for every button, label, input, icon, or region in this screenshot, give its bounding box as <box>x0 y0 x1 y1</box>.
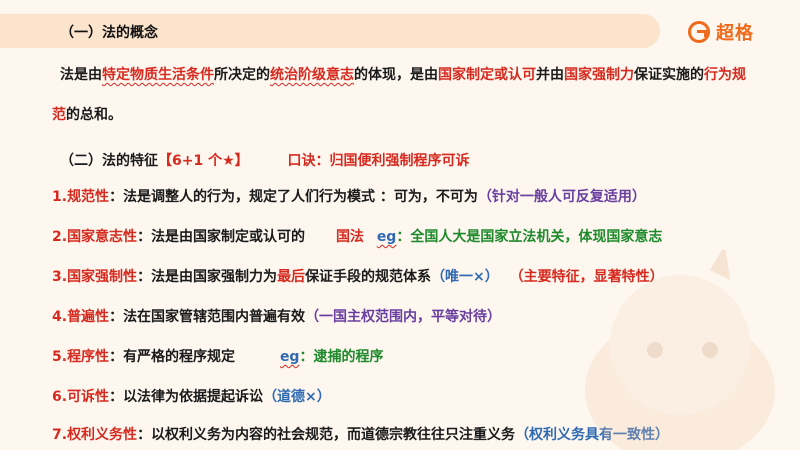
text: 并由 <box>536 67 564 83</box>
mascot-eye <box>702 342 718 358</box>
feature-name: 程序性 <box>67 349 110 365</box>
highlight: 行为规 <box>704 67 746 83</box>
mascot-head <box>610 275 750 415</box>
feature-item-1: 1.规范性：法是调整人的行为，规定了人们行为模式 ：可为，不可为（针对一般人可反… <box>52 186 646 206</box>
feature-note: （针对一般人可反复适用） <box>477 189 646 205</box>
features-heading: （二）法的特征【6+1 个★】 口诀：归国便利强制程序可诉 <box>60 150 470 170</box>
text: ： <box>109 349 124 365</box>
feature-desc: 法是调整人的行为，规定了人们行为模式 ：可为，不可为 <box>123 189 478 205</box>
feature-item-4: 4.普遍性：法在国家管辖范围内普遍有效（一国主权范围内，平等对待） <box>52 306 501 326</box>
logo-text: 超格 <box>716 23 754 44</box>
text: ： <box>109 389 124 405</box>
text: 所决定的 <box>214 67 270 83</box>
text: 法是由 <box>60 67 102 83</box>
feature-highlight: 最后 <box>277 269 306 285</box>
feature-note: （道德×） <box>263 389 331 405</box>
text: 的总和。 <box>66 107 122 123</box>
highlight: 统治阶级意志 <box>270 67 354 83</box>
brand-logo: 超格 <box>688 18 754 46</box>
text: ： <box>137 229 152 245</box>
feature-number: 3. <box>52 269 68 285</box>
feature-number: 6. <box>52 389 68 405</box>
definition-line-2: 范的总和。 <box>52 104 122 124</box>
highlight: 国家制定或认可 <box>438 67 536 83</box>
feature-note: （权利义务具有一致性） <box>515 427 670 443</box>
text: ： <box>109 189 124 205</box>
feature-desc: 法是由国家强制力为 <box>151 269 278 285</box>
feature-note: ：逮捕的程序 <box>299 349 384 365</box>
mascot-horn <box>710 250 730 280</box>
mascot-body <box>585 315 775 450</box>
mascot-eye <box>647 342 663 358</box>
features-title: （二）法的特征 <box>60 153 158 169</box>
feature-desc: 法是由国家制定或认可的 <box>151 229 306 245</box>
text: ： <box>109 309 124 325</box>
feature-number: 5. <box>52 349 68 365</box>
eg-label: eg <box>279 349 300 365</box>
feature-desc: 以法律为依据提起诉讼 <box>123 389 264 405</box>
feature-note: ：全国人大是国家立法机关，体现国家意志 <box>396 229 663 245</box>
feature-item-5: 5.程序性：有严格的程序规定 eg：逮捕的程序 <box>52 346 383 366</box>
feature-highlight: 国法 <box>335 229 364 245</box>
feature-number: 2. <box>52 229 68 245</box>
feature-name: 规范性 <box>67 189 110 205</box>
section-title: （一）法的概念 <box>60 25 158 41</box>
section-header-bar <box>0 14 660 48</box>
feature-note: （主要特征，显著特性） <box>509 269 664 285</box>
eg-label: eg <box>376 229 397 245</box>
features-badge: 【6+1 个★】 <box>158 153 249 169</box>
definition-line-1: 法是由特定物质生活条件所决定的统治阶级意志的体现，是由国家制定或认可并由国家强制… <box>60 64 746 84</box>
feature-note: （一国主权范围内，平等对待） <box>305 309 502 325</box>
feature-number: 1. <box>52 189 68 205</box>
feature-item-7: 7.权利义务性：以权利义务为内容的社会规范，而道德宗教往往只注重义务（权利义务具… <box>52 424 669 444</box>
mascot-illustration <box>585 250 775 450</box>
text: 保证实施的 <box>634 67 704 83</box>
text: 的体现，是由 <box>354 67 438 83</box>
feature-item-3: 3.国家强制性：法是由国家强制力为最后保证手段的规范体系（唯一×） （主要特征，… <box>52 266 664 286</box>
feature-note: （唯一×） <box>431 269 499 285</box>
feature-name: 国家强制性 <box>67 269 138 285</box>
text: ： <box>137 269 152 285</box>
feature-item-6: 6.可诉性：以法律为依据提起诉讼（道德×） <box>52 386 331 406</box>
feature-desc: 保证手段的规范体系 <box>305 269 432 285</box>
feature-name: 国家意志性 <box>67 229 138 245</box>
feature-name: 可诉性 <box>67 389 110 405</box>
feature-number: 7. <box>52 427 68 443</box>
highlight: 国家强制力 <box>564 67 634 83</box>
text: ： <box>137 427 152 443</box>
feature-name: 普遍性 <box>67 309 110 325</box>
feature-number: 4. <box>52 309 68 325</box>
highlight: 特定物质生活条件 <box>102 67 214 83</box>
mnemonic: 口诀：归国便利强制程序可诉 <box>287 153 470 169</box>
feature-desc: 法在国家管辖范围内普遍有效 <box>123 309 306 325</box>
logo-icon <box>688 21 710 43</box>
feature-desc: 有严格的程序规定 <box>123 349 236 365</box>
feature-name: 权利义务性 <box>67 427 138 443</box>
feature-desc: 以权利义务为内容的社会规范，而道德宗教往往只注重义务 <box>151 427 516 443</box>
highlight: 范 <box>52 107 66 123</box>
feature-item-2: 2.国家意志性：法是由国家制定或认可的 国法 eg：全国人大是国家立法机关，体现… <box>52 226 662 246</box>
